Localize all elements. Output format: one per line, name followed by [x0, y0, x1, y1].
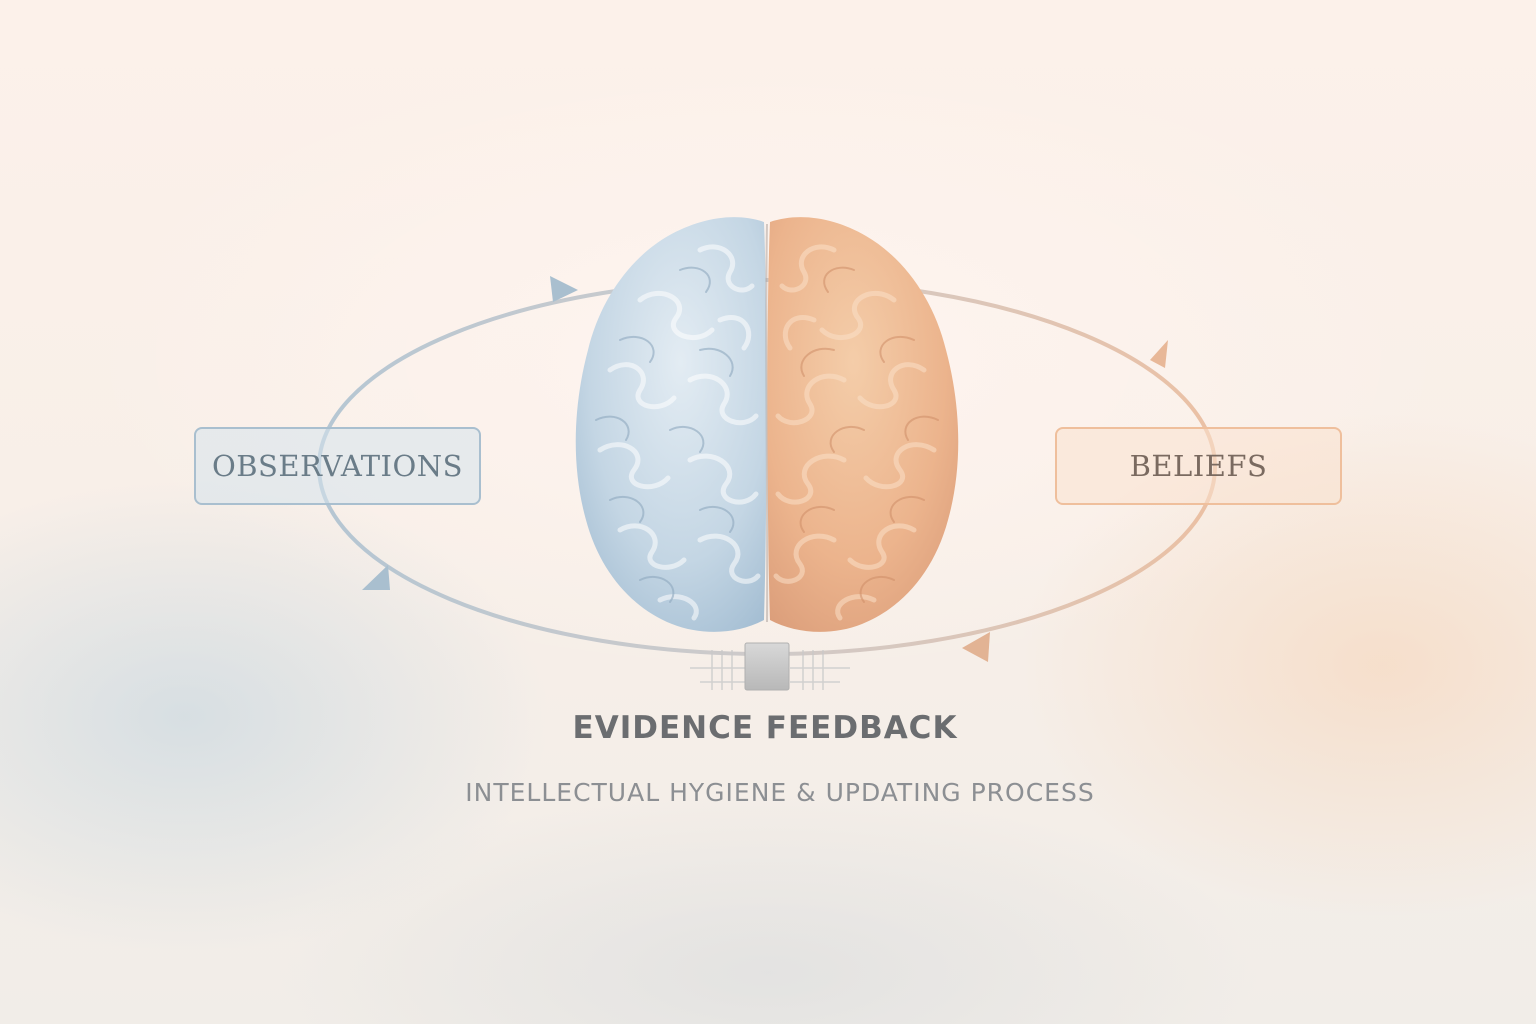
diagram-title: EVIDENCE FEEDBACK: [572, 710, 958, 746]
arrow-bottom-left-icon: [362, 565, 390, 590]
brain-fissure: [765, 223, 769, 623]
observations-node: OBSERVATIONS: [194, 427, 481, 505]
brain-icon: [575, 217, 959, 632]
evidence-connector: [690, 642, 850, 691]
arrow-top-right-icon: [1150, 340, 1168, 368]
diagram-subtitle: INTELLECTUAL HYGIENE & UPDATING PROCESS: [465, 778, 1095, 807]
arrow-top-left-icon: [550, 276, 578, 302]
square-node-icon: [744, 642, 790, 691]
arrow-bottom-right-icon: [962, 632, 990, 662]
beliefs-node: BELIEFS: [1055, 427, 1342, 505]
